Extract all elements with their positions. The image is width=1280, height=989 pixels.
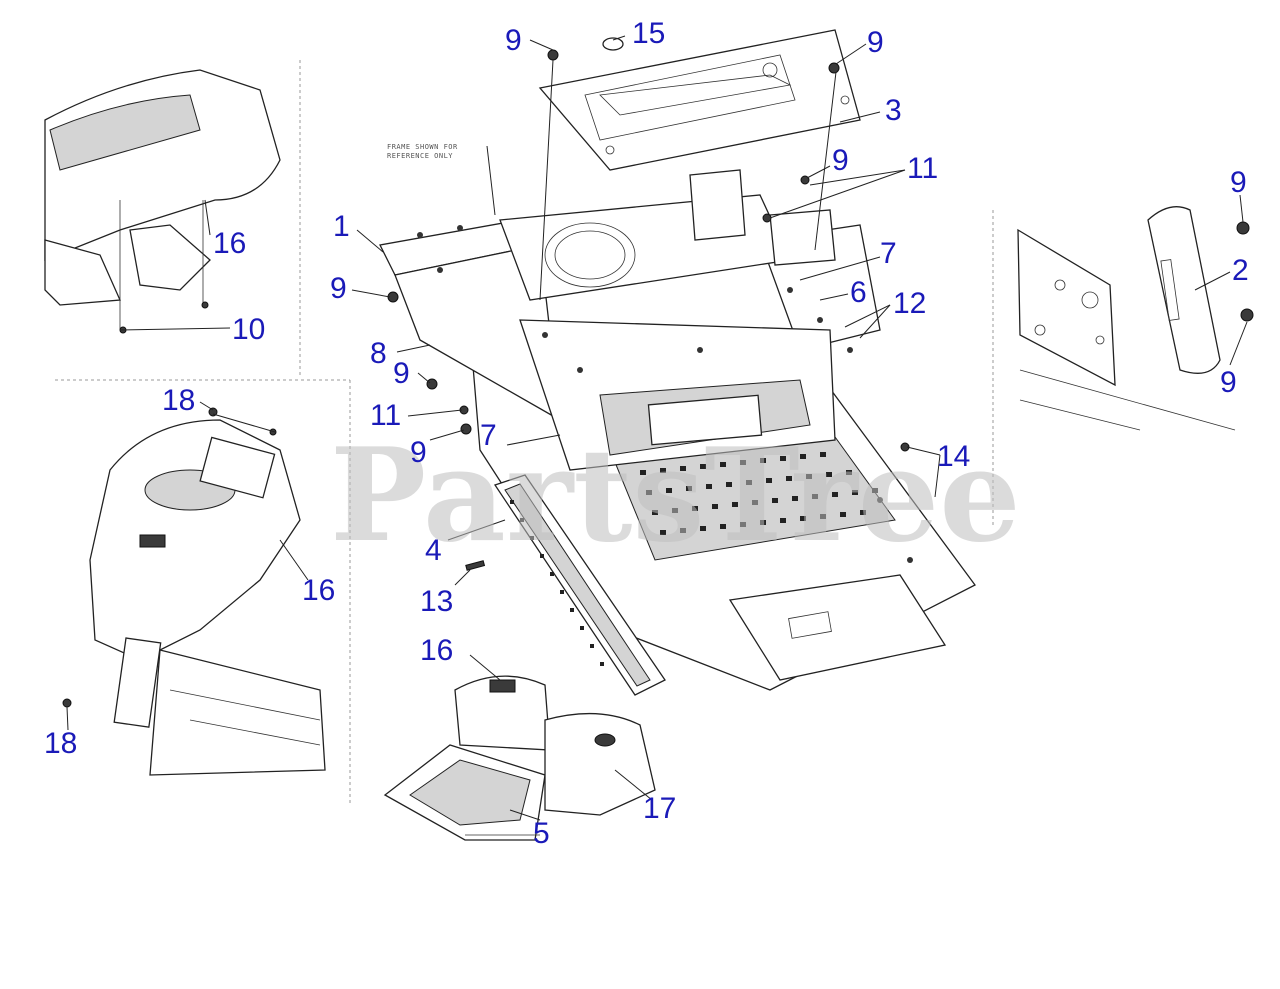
callout-11-upper[interactable]: 11 [907, 152, 938, 185]
callout-8[interactable]: 8 [370, 337, 387, 370]
panel-separators [55, 60, 994, 805]
callout-16-top-left[interactable]: 16 [213, 227, 246, 260]
callout-17[interactable]: 17 [643, 792, 676, 825]
callout-7-lower[interactable]: 7 [480, 419, 497, 452]
callout-labels: 9 15 9 3 9 11 1 7 9 6 12 8 9 11 9 7 14 4… [44, 17, 1249, 850]
callout-9-left-a[interactable]: 9 [330, 272, 347, 305]
callout-9-left-c[interactable]: 9 [410, 436, 427, 469]
callout-1[interactable]: 1 [333, 210, 350, 243]
console-detail-mid-left [89, 419, 326, 776]
step-rail-part-4 [493, 474, 666, 696]
frame-note: FRAME SHOWN FOR REFERENCE ONLY [387, 143, 458, 160]
callout-10[interactable]: 10 [232, 313, 265, 346]
callout-9-mid[interactable]: 9 [832, 144, 849, 177]
callout-13[interactable]: 13 [420, 585, 453, 618]
seat-plate-part-3 [538, 29, 861, 171]
callout-9-right-bottom[interactable]: 9 [1220, 366, 1237, 399]
callout-5[interactable]: 5 [533, 817, 550, 850]
callout-3[interactable]: 3 [885, 94, 902, 127]
callout-9-left-b[interactable]: 9 [393, 357, 410, 390]
callout-14[interactable]: 14 [937, 440, 970, 473]
main-frame [379, 169, 976, 691]
callout-4[interactable]: 4 [425, 534, 442, 567]
frame-note-line1: FRAME SHOWN FOR [387, 143, 458, 151]
leader-lines [66, 35, 1248, 821]
assembly-bottom-center [383, 675, 656, 841]
callout-15[interactable]: 15 [632, 17, 665, 50]
callout-18-top[interactable]: 18 [162, 384, 195, 417]
frame-holes [417, 225, 913, 563]
callout-9-right-top[interactable]: 9 [1230, 166, 1247, 199]
callout-7-right[interactable]: 7 [880, 237, 897, 270]
callout-9-top-left[interactable]: 9 [505, 24, 522, 57]
callout-16-bottom[interactable]: 16 [420, 634, 453, 667]
watermark-logo: PartsTree [330, 421, 1021, 571]
callout-16-mid-left[interactable]: 16 [302, 574, 335, 607]
bracket-detail-part-2 [1017, 206, 1254, 431]
frame-note-line2: REFERENCE ONLY [387, 152, 453, 160]
callout-12[interactable]: 12 [893, 287, 926, 320]
callout-2[interactable]: 2 [1232, 254, 1249, 287]
callout-6[interactable]: 6 [850, 276, 867, 309]
callout-11-left[interactable]: 11 [370, 399, 401, 432]
floor-perforations [640, 452, 878, 535]
fender-detail-top-left [44, 69, 281, 330]
callout-18-bottom[interactable]: 18 [44, 727, 77, 760]
callout-9-top-right[interactable]: 9 [867, 26, 884, 59]
